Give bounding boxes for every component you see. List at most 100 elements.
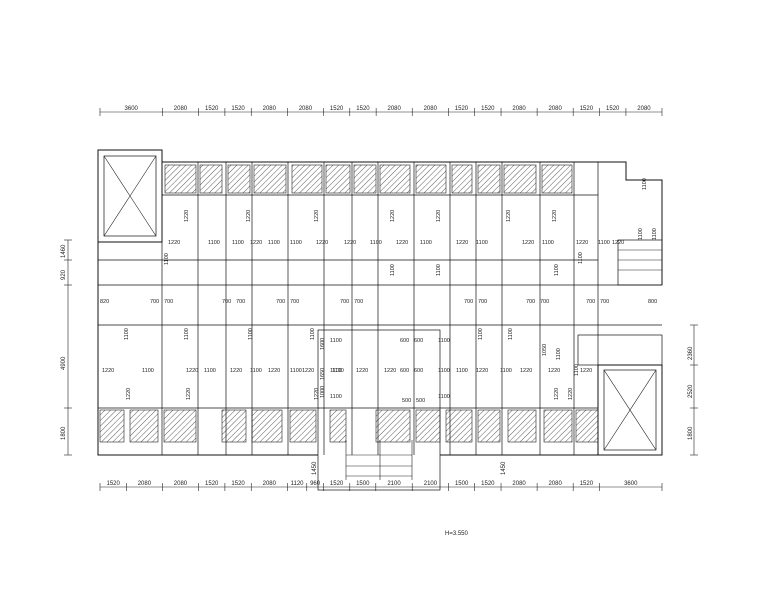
top-dim-17: 2080	[637, 106, 651, 112]
room-label-l1100: 1100	[124, 328, 130, 340]
room-label-1100-stair: 1100	[438, 394, 450, 400]
room-label-l1100: 1100	[578, 252, 584, 264]
room-label-l1220: 1220	[554, 388, 560, 400]
top-dim-13: 2080	[512, 106, 526, 112]
room-label-700: 700	[600, 299, 609, 305]
room-label-l1220: 1220	[126, 388, 132, 400]
room-label-700: 700	[276, 299, 285, 305]
top-dim-1: 3600	[125, 106, 139, 112]
central-stair: 1450 1450	[312, 329, 507, 491]
room-label-1100-stair: 1100	[330, 394, 342, 400]
room-label-1220-h: 1220	[576, 240, 588, 246]
room-label-l1100: 1100	[436, 264, 442, 276]
bottom-dim-15: 2080	[512, 481, 526, 487]
room-label-l1220: 1220	[552, 210, 558, 222]
room-label-1220-mid: 1220	[230, 368, 242, 374]
room-label-700: 700	[586, 299, 595, 305]
right-stair	[577, 239, 663, 366]
room-label-l1100: 1100	[248, 328, 254, 340]
room-label-1100-h: 1100	[476, 240, 488, 246]
room-label-700: 700	[164, 299, 173, 305]
top-dim-11: 1520	[455, 106, 469, 112]
room-label-600: 600	[414, 338, 423, 344]
top-dim-16: 1520	[606, 106, 620, 112]
top-dim-12: 1520	[481, 106, 495, 112]
room-label-1100-mid: 1100	[332, 368, 344, 374]
bottom-dim-18: 3600	[624, 481, 638, 487]
bottom-dim-8: 960	[310, 481, 321, 487]
room-label-1220-h: 1220	[168, 240, 180, 246]
room-label-700: 700	[150, 299, 159, 305]
room-label-700: 700	[478, 299, 487, 305]
room-label-700: 700	[222, 299, 231, 305]
room-label-l1100: 1100	[508, 328, 514, 340]
room-label-1100-mid: 1100	[142, 368, 154, 374]
stair-bottom-right	[603, 369, 657, 451]
top-dim-8: 1520	[356, 106, 370, 112]
building-outline	[97, 149, 663, 456]
top-dim-15: 1520	[580, 106, 594, 112]
room-label-1100-mid: 1100	[500, 368, 512, 374]
room-label-600: 600	[400, 338, 409, 344]
room-label-1220-mid: 1220	[268, 368, 280, 374]
bottom-dim-1: 1520	[107, 481, 121, 487]
room-label-1100-h: 1100	[208, 240, 220, 246]
room-label-1100-stair: 1100	[330, 368, 342, 374]
top-hatched-walls	[164, 164, 573, 194]
left-dim-1: 1460	[61, 244, 67, 258]
top-dim-9: 2080	[388, 106, 402, 112]
stair-top-left	[103, 155, 157, 237]
room-label-820: 820	[100, 299, 109, 305]
room-label-1220-h: 1220	[316, 240, 328, 246]
bottom-dim-4: 1520	[205, 481, 219, 487]
room-label-l1100: 1100	[310, 328, 316, 340]
bottom-dim-10: 1500	[356, 481, 370, 487]
room-label-l1100: 1100	[556, 348, 562, 360]
room-label-1220-mid: 1220	[384, 368, 396, 374]
top-dim-7: 1520	[330, 106, 344, 112]
top-dim-14: 2080	[548, 106, 562, 112]
room-label-l1650: 1650	[320, 368, 326, 380]
bottom-dim-5: 1520	[231, 481, 245, 487]
stair-dim-right: 1450	[501, 461, 507, 475]
room-label-l1100: 1100	[390, 264, 396, 276]
room-label-1100-h: 1100	[290, 240, 302, 246]
room-label-1220-mid: 1220	[302, 368, 314, 374]
bottom-dim-9: 1520	[330, 481, 344, 487]
top-dim-4: 1520	[231, 106, 245, 112]
room-label-l1220: 1220	[568, 388, 574, 400]
room-label-l1220: 1220	[246, 210, 252, 222]
right-dimension-line: 2360 2520 1800	[688, 324, 698, 456]
bottom-dim-11: 2100	[387, 481, 401, 487]
bottom-hatched-walls	[99, 409, 599, 443]
room-label-1100-stair: 1100	[438, 368, 450, 374]
room-label-l1220: 1220	[436, 210, 442, 222]
room-label-l1100: 1100	[184, 328, 190, 340]
room-label-800: 800	[648, 299, 657, 305]
room-label-l1220: 1220	[390, 210, 396, 222]
room-label-700: 700	[354, 299, 363, 305]
room-label-l1000: 1000	[320, 386, 326, 398]
room-label-l1220: 1220	[314, 388, 320, 400]
room-label-1100-h: 1100	[370, 240, 382, 246]
room-label-1220-h: 1220	[612, 240, 624, 246]
room-label-l1100: 1100	[652, 228, 658, 240]
room-label-l1100: 1100	[478, 328, 484, 340]
room-label-1220-mid: 1220	[580, 368, 592, 374]
bottom-dim-14: 1520	[481, 481, 495, 487]
bottom-dim-16: 2080	[548, 481, 562, 487]
room-label-1100-h: 1100	[268, 240, 280, 246]
room-label-l1100: 1100	[642, 178, 648, 190]
room-label-l1100: 1100	[164, 253, 170, 265]
room-label-700: 700	[290, 299, 299, 305]
room-label-1220-h: 1220	[522, 240, 534, 246]
room-label-l1100: 1100	[554, 264, 560, 276]
column-lines	[161, 162, 599, 455]
room-label-1220-mid: 1220	[102, 368, 114, 374]
room-label-1220-h: 1220	[344, 240, 356, 246]
room-label-600: 600	[400, 368, 409, 374]
top-dim-10: 2080	[424, 106, 438, 112]
room-label-l1220: 1220	[314, 210, 320, 222]
stair-dim-left: 1450	[312, 461, 318, 475]
